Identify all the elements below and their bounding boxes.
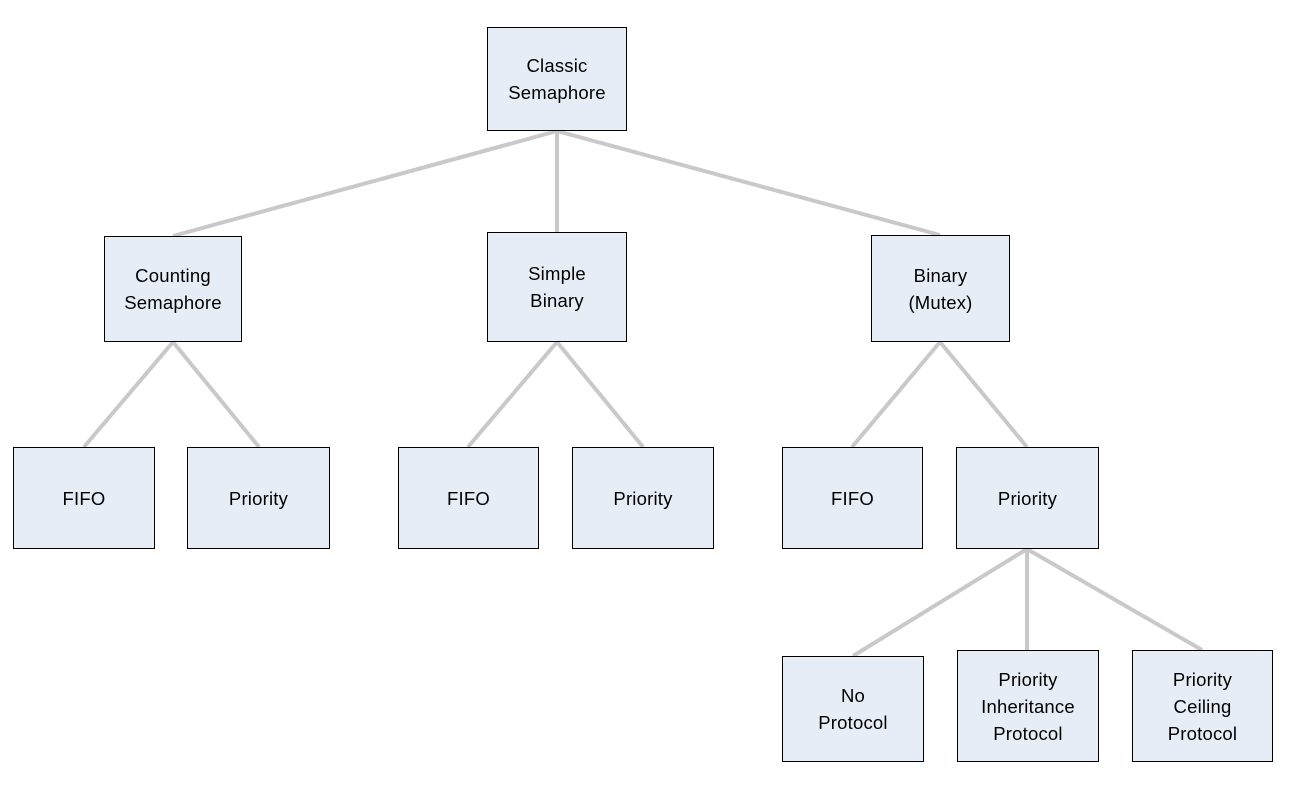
edge-mutex-priority-to-no-protocol xyxy=(851,547,1029,658)
edge-simple-binary-to-simple-fifo xyxy=(466,340,559,449)
node-mutex-priority[interactable]: Priority xyxy=(956,447,1099,549)
edge-simple-binary-to-simple-priority xyxy=(555,340,645,449)
node-priority-inherit[interactable]: Priority Inheritance Protocol xyxy=(957,650,1099,762)
node-mutex-fifo[interactable]: FIFO xyxy=(782,447,923,549)
node-no-protocol[interactable]: No Protocol xyxy=(782,656,924,762)
edge-binary-mutex-to-mutex-priority xyxy=(938,340,1029,449)
edge-counting-to-counting-priority xyxy=(171,340,261,449)
edge-classic-to-counting xyxy=(172,129,558,238)
edge-binary-mutex-to-mutex-fifo xyxy=(850,340,942,449)
node-binary-mutex[interactable]: Binary (Mutex) xyxy=(871,235,1010,342)
node-simple-priority[interactable]: Priority xyxy=(572,447,714,549)
edge-mutex-priority-to-priority-ceiling xyxy=(1026,547,1203,652)
edge-counting-to-counting-fifo xyxy=(82,340,175,449)
edge-classic-to-binary-mutex xyxy=(556,129,941,237)
node-counting-fifo[interactable]: FIFO xyxy=(13,447,155,549)
node-counting[interactable]: Counting Semaphore xyxy=(104,236,242,342)
node-simple-fifo[interactable]: FIFO xyxy=(398,447,539,549)
node-simple-binary[interactable]: Simple Binary xyxy=(487,232,627,342)
node-priority-ceiling[interactable]: Priority Ceiling Protocol xyxy=(1132,650,1273,762)
node-counting-priority[interactable]: Priority xyxy=(187,447,330,549)
node-classic[interactable]: Classic Semaphore xyxy=(487,27,627,131)
